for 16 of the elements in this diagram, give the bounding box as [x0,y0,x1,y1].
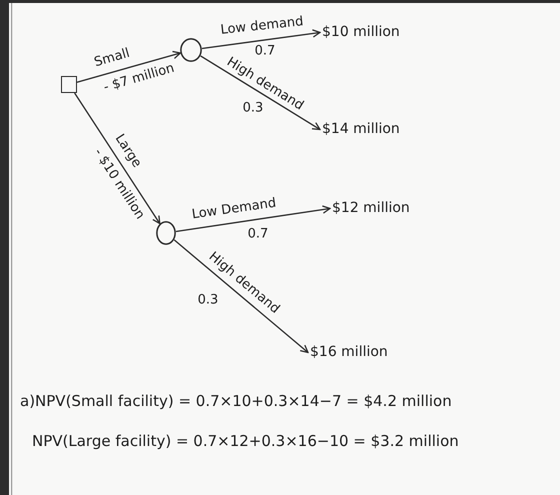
arrow [74,92,160,224]
arrow [176,205,331,232]
arrow [202,29,321,50]
decision-square [61,76,77,93]
arrow [174,239,309,354]
chance-circle [156,221,176,245]
npv-calculation: a)NPV(Small facility) = 0.7×10+0.3×14−7 = $4.2 million [20,392,452,410]
probability-label: 0.7 [248,226,268,242]
arrow [76,50,182,83]
outcome-value: $16 million [308,344,390,361]
chance-circle [180,38,202,62]
arrow [200,55,321,130]
outcome-value: $10 million [320,24,402,41]
outcome-value: $12 million [330,200,412,217]
npv-calculation: NPV(Large facility) = 0.7×12+0.3×16−10 = $3.2 million [32,432,459,450]
outcome-value: $14 million [320,121,402,138]
